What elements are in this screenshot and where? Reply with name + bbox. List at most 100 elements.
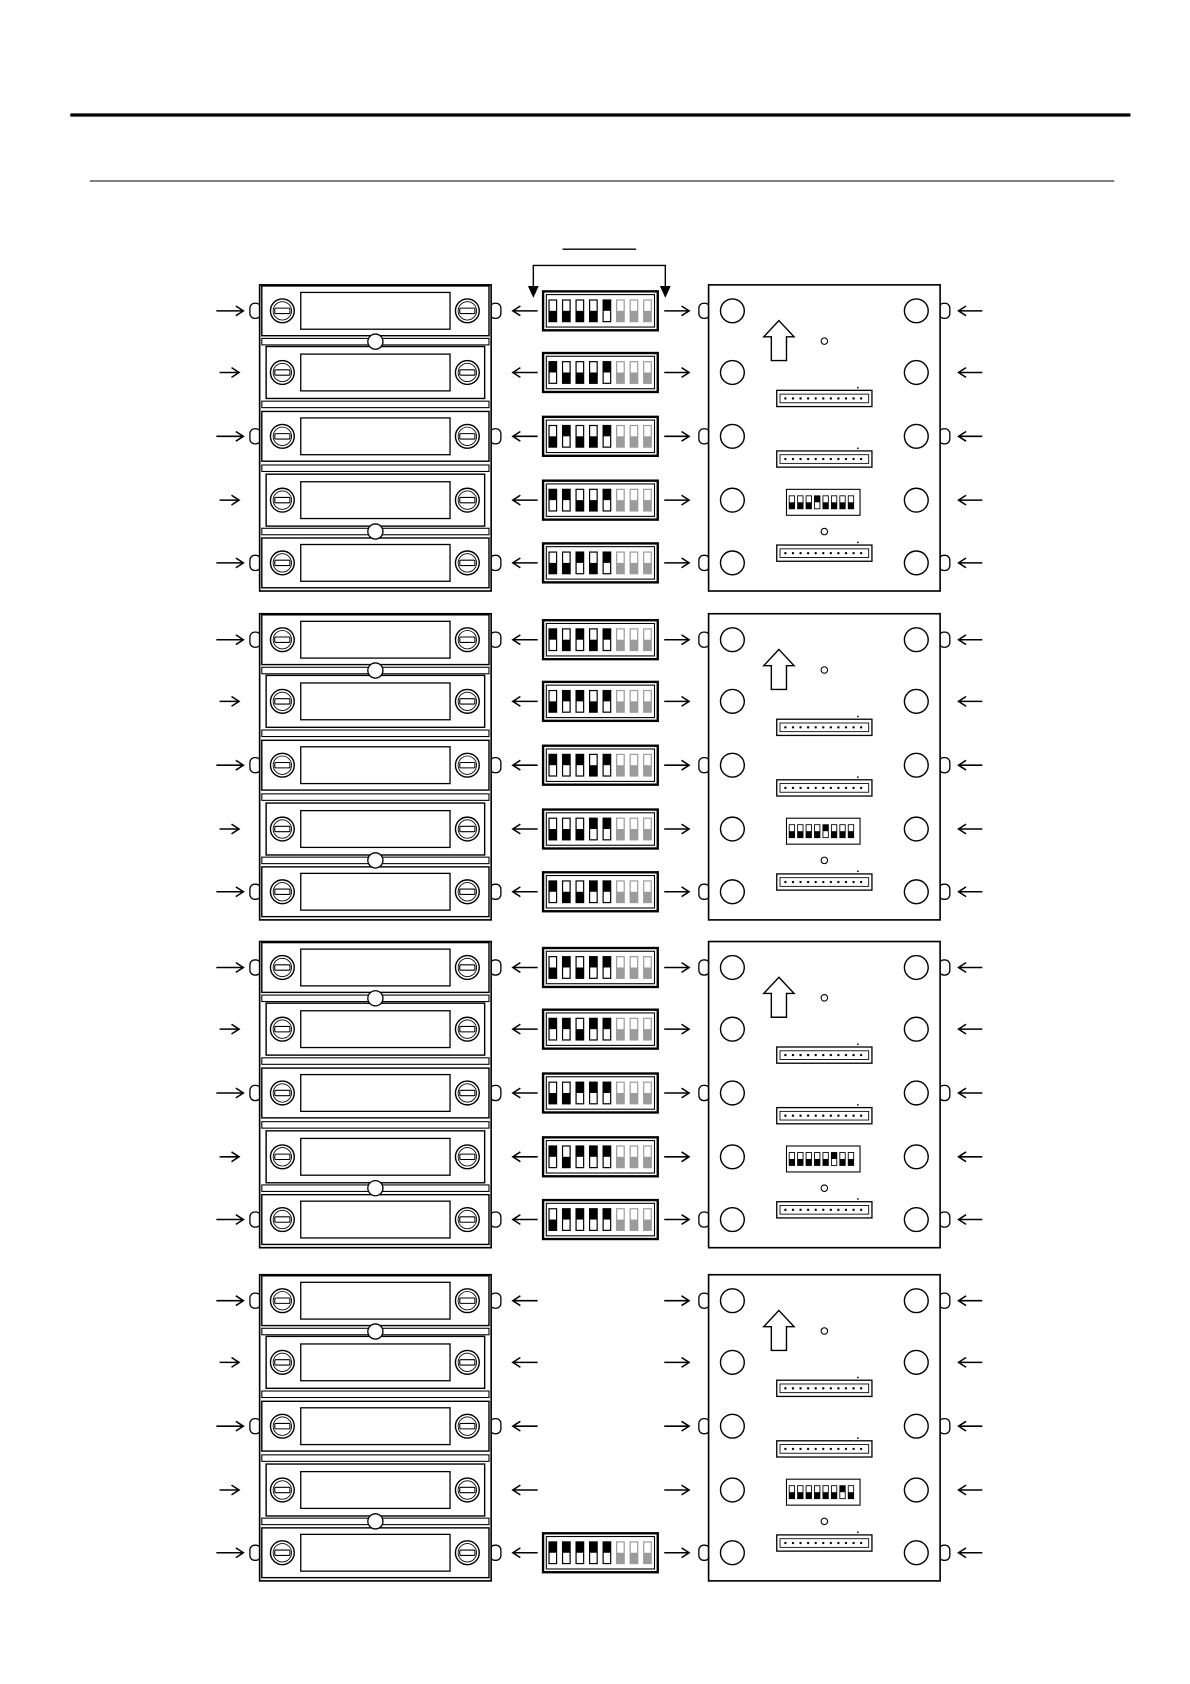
connector-pin <box>792 1209 794 1211</box>
address-dip-switch <box>543 481 658 520</box>
connector-pin <box>837 1209 839 1211</box>
dip-lever-on <box>576 1542 584 1553</box>
dip-lever-off <box>644 1220 652 1231</box>
board-dip-lever-off <box>798 831 803 837</box>
terminal-stack <box>260 1275 492 1581</box>
connector-pin <box>830 881 832 883</box>
connector-pin <box>852 726 854 728</box>
label-window <box>301 1011 450 1048</box>
connector-pin <box>837 458 839 460</box>
connector-pin <box>815 881 817 883</box>
terminal-unit <box>262 538 489 588</box>
dip-lever-off <box>617 967 625 978</box>
connector-pin <box>807 1209 809 1211</box>
circuit-board <box>709 285 941 591</box>
dip-lever-off <box>617 829 625 840</box>
screw-slot <box>460 1090 475 1095</box>
connector-pin <box>860 1387 862 1389</box>
screw-icon <box>270 753 294 777</box>
dip-lever-off <box>549 1220 557 1231</box>
connector-pin <box>837 726 839 728</box>
dip-lever-off <box>644 892 652 903</box>
connector-pin <box>830 1387 832 1389</box>
board-connector <box>777 1198 872 1218</box>
connector-pin <box>799 397 801 399</box>
dip-lever-off <box>590 500 598 511</box>
screw-slot <box>275 762 290 767</box>
connector-pin <box>807 881 809 883</box>
dip-lever-on <box>563 1209 571 1220</box>
pin-one-mark <box>857 1531 859 1533</box>
connector-pin <box>852 1209 854 1211</box>
board-connector <box>777 541 872 561</box>
screw-icon <box>455 424 479 448</box>
dip-lever-on <box>576 629 584 640</box>
mounting-hole <box>720 551 744 575</box>
screw-icon <box>455 1414 479 1438</box>
dip-lever-off <box>576 372 584 383</box>
dip-lever-on <box>603 1209 611 1220</box>
connector-pin <box>845 1115 847 1117</box>
dip-lever-on <box>603 881 611 892</box>
label-window <box>301 354 450 391</box>
screw-slot <box>460 965 475 970</box>
board-connector <box>777 1437 872 1457</box>
connector-pin <box>822 552 824 554</box>
dip-lever-on <box>603 362 611 373</box>
label-window <box>301 683 450 720</box>
dip-lever-off <box>549 1093 557 1104</box>
dip-lever-off <box>590 563 598 574</box>
dip-lever-off <box>630 892 638 903</box>
address-dip-switch <box>543 948 658 987</box>
board-connector <box>777 870 872 890</box>
board-connector <box>777 447 872 467</box>
label-window <box>301 545 450 582</box>
connector-pin <box>815 552 817 554</box>
terminal-unit <box>262 740 489 790</box>
board-dip-lever-off <box>789 1159 794 1165</box>
dip-lever-on <box>576 1082 584 1093</box>
board-dip-lever-on <box>831 1152 836 1158</box>
dip-lever-on <box>549 1018 557 1029</box>
dip-lever-on <box>563 489 571 500</box>
connector-pin <box>830 458 832 460</box>
board-via <box>821 857 827 863</box>
alignment-pin <box>368 991 383 1006</box>
address-dip-switch <box>543 810 658 849</box>
board-dip-lever-off <box>806 1159 811 1165</box>
connector-pin <box>837 1115 839 1117</box>
dip-lever-on <box>590 957 598 968</box>
connector-pin <box>852 552 854 554</box>
mounting-hole <box>720 1289 744 1313</box>
board-dip-lever-off <box>789 1492 794 1498</box>
screw-icon <box>270 361 294 385</box>
dip-lever-off <box>576 1029 584 1040</box>
connector-pin <box>807 1115 809 1117</box>
connector-pin <box>792 726 794 728</box>
dip-lever-on <box>603 1146 611 1157</box>
board-dip-switch <box>786 489 860 515</box>
connector-pin <box>784 458 786 460</box>
module-group <box>216 942 982 1248</box>
connector-pin <box>822 1387 824 1389</box>
dip-lever-off <box>644 1553 652 1564</box>
terminal-unit <box>262 411 489 461</box>
connector-pin <box>799 881 801 883</box>
dip-lever-off <box>644 829 652 840</box>
dip-lever-on <box>590 1146 598 1157</box>
dip-lever-off <box>563 829 571 840</box>
dip-lever-off <box>617 500 625 511</box>
mounting-hole <box>904 551 928 575</box>
terminal-unit <box>266 1131 485 1183</box>
dip-lever-off <box>644 500 652 511</box>
screw-icon <box>455 1081 479 1105</box>
address-dip-switch <box>543 1200 658 1239</box>
dip-lever-off <box>576 500 584 511</box>
dip-lever-off <box>576 436 584 447</box>
dip-lever-on <box>590 881 598 892</box>
dip-lever-off <box>563 1157 571 1168</box>
screw-slot <box>275 826 290 831</box>
screw-icon <box>455 1145 479 1169</box>
mounting-hole <box>720 1145 744 1169</box>
